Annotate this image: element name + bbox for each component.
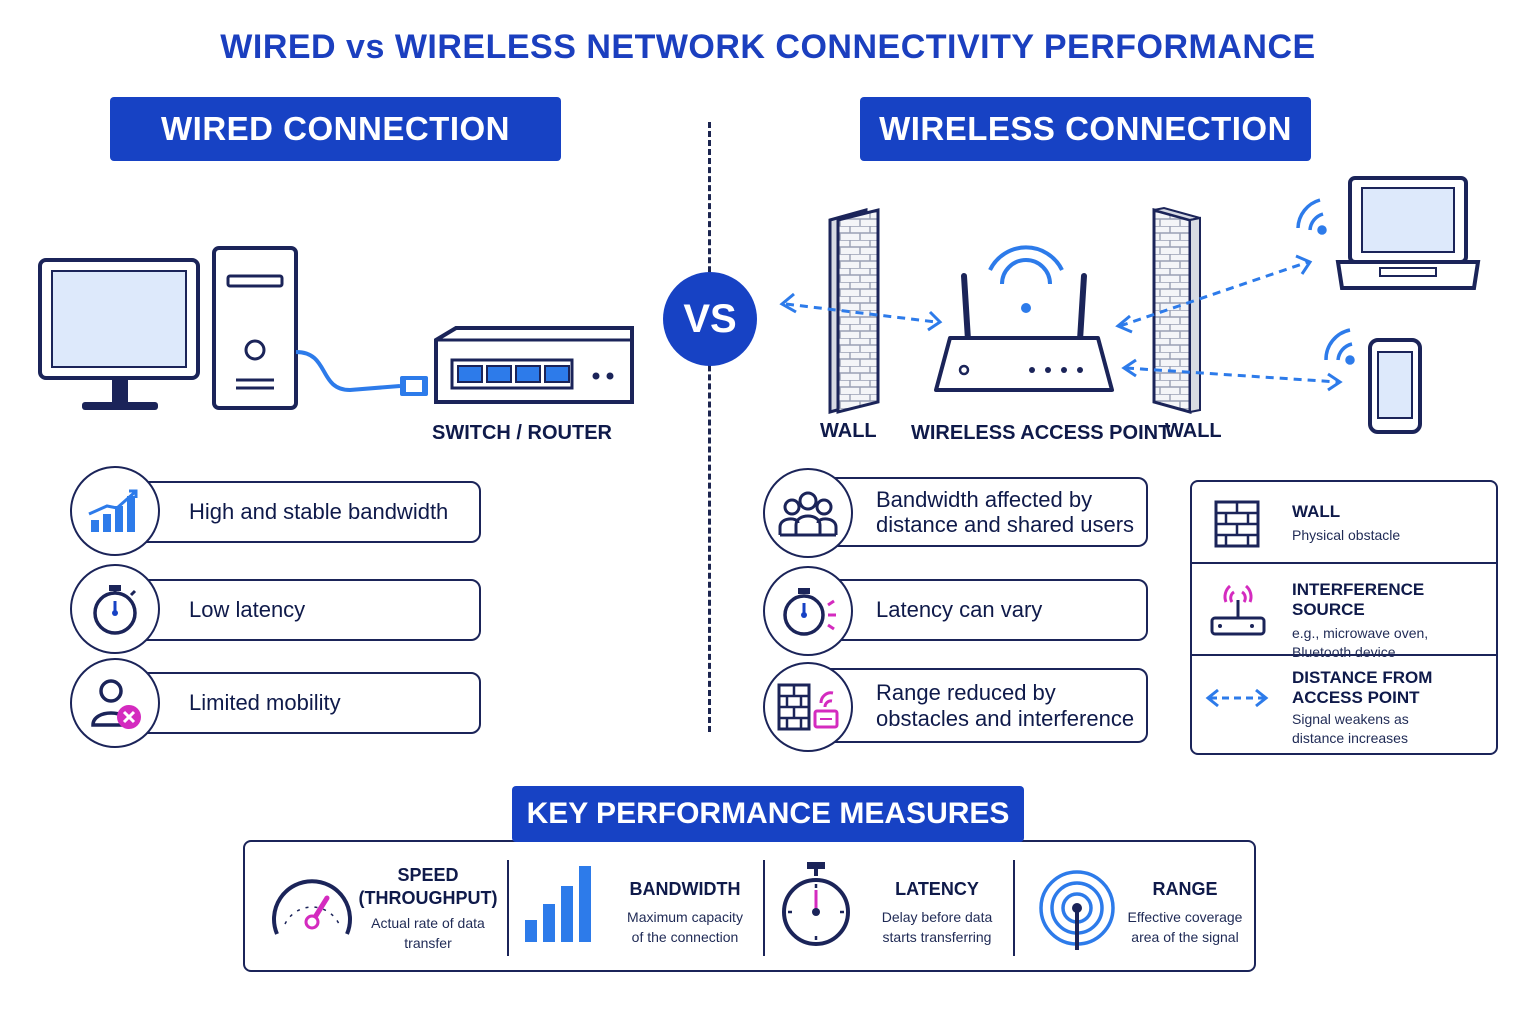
kpm-desc: Effective coverage area of the signal — [1115, 907, 1255, 948]
speedometer-icon — [272, 879, 352, 935]
ethernet-cable-icon — [295, 350, 428, 396]
legend-desc: Physical obstacle — [1292, 527, 1401, 543]
pc-tower-icon — [212, 246, 298, 410]
users-group-icon — [763, 468, 853, 558]
legend-desc-line2: distance increases — [1292, 729, 1408, 746]
feature-line2: obstacles and interference — [876, 705, 1135, 731]
feature-text: Limited mobility — [189, 690, 341, 716]
wap-label: WIRELESS ACCESS POINT — [911, 422, 1171, 444]
kpm-desc-line1: Delay before data — [881, 908, 993, 925]
wireless-banner: WIRELESS CONNECTION — [860, 97, 1311, 161]
double-arrow-icon — [1205, 688, 1269, 708]
brick-wall-icon — [1214, 500, 1260, 548]
legend-box: WALL Physical obstacle INTERFERENCE SOUR… — [1190, 480, 1498, 755]
wired-banner: WIRED CONNECTION — [110, 97, 561, 161]
kpm-desc: Maximum capacity of the connection — [615, 907, 755, 948]
stopwatch-signal-icon — [763, 566, 853, 656]
legend-desc-line1: e.g., microwave oven, — [1292, 625, 1429, 641]
wall-left-label: WALL — [820, 420, 877, 442]
feature-line1: Range reduced by — [876, 680, 1056, 706]
wired-feature-bandwidth: High and stable bandwidth — [125, 481, 481, 543]
laptop-icon — [1335, 176, 1481, 290]
stopwatch-icon — [70, 564, 160, 654]
legend-row-wall: WALL Physical obstacle — [1192, 482, 1496, 564]
wired-feature-latency: Low latency — [125, 579, 481, 641]
signal-arrows — [785, 260, 1339, 384]
laptop-wifi-icon — [1296, 198, 1327, 235]
feature-text: Low latency — [189, 597, 306, 623]
legend-desc: e.g., microwave oven, Bluetooth device — [1292, 624, 1496, 662]
bar-chart-trend-icon — [70, 466, 160, 556]
interference-router-icon — [1210, 584, 1266, 636]
legend-desc: Signal weakens as distance increases — [1292, 710, 1432, 748]
brick-interference-icon — [763, 662, 853, 752]
page-title: WIRED vs WIRELESS NETWORK CONNECTIVITY P… — [220, 28, 1316, 66]
kpm-desc: Actual rate of data transfer — [353, 913, 503, 954]
kpm-title: LATENCY — [895, 879, 979, 899]
vs-badge: VS — [663, 272, 757, 366]
wireless-feature-latency: Latency can vary — [818, 579, 1148, 641]
monitor-icon — [38, 258, 200, 410]
wireless-router-icon — [934, 273, 1114, 392]
kpm-desc-line2: transfer — [404, 935, 452, 952]
legend-title: WALL — [1292, 502, 1341, 521]
kpm-desc-line1: Effective coverage — [1127, 908, 1243, 925]
feature-line2: distance and shared users — [876, 512, 1135, 537]
kpm-title-line1: SPEED — [397, 865, 459, 885]
kpm-desc-line2: starts transferring — [882, 928, 992, 945]
kpm-separator — [1013, 860, 1015, 956]
kpm-item-speed: SPEED(THROUGHPUT) Actual rate of data tra… — [353, 864, 503, 954]
legend-title-line2: ACCESS POINT — [1292, 688, 1420, 707]
phone-wifi-icon — [1324, 328, 1355, 365]
kpm-title: RANGE — [1152, 879, 1218, 899]
signal-range-icon — [1039, 870, 1115, 950]
kpm-desc-line2: area of the signal — [1131, 928, 1239, 945]
legend-title: INTERFERENCE SOURCE — [1292, 580, 1425, 619]
wireless-illustration — [779, 176, 1481, 434]
bar-chart-icon — [525, 866, 591, 942]
kpm-title: SPEED(THROUGHPUT) — [353, 864, 503, 909]
wall-right-icon — [1152, 206, 1201, 414]
wall-left-icon — [828, 208, 880, 414]
kpm-item-latency: LATENCY Delay before data starts transfer… — [867, 878, 1007, 947]
feature-line1: Bandwidth affected by — [876, 486, 1093, 512]
center-divider — [708, 122, 711, 732]
kpm-title-line2: (THROUGHPUT) — [358, 887, 498, 908]
wifi-signal-icon — [988, 245, 1064, 313]
phone-icon — [1368, 338, 1422, 434]
legend-desc-line1: Signal weakens as — [1292, 711, 1409, 727]
legend-title-line1: DISTANCE FROM — [1292, 668, 1433, 687]
user-blocked-icon — [70, 658, 160, 748]
feature-text: High and stable bandwidth — [189, 499, 449, 525]
kpm-desc-line1: Actual rate of data — [371, 915, 485, 931]
kpm-title: BANDWIDTH — [629, 879, 741, 899]
legend-row-interference: INTERFERENCE SOURCE e.g., microwave oven… — [1192, 564, 1496, 660]
kpm-desc-line2: of the connection — [631, 928, 739, 945]
latency-stopwatch-icon — [782, 862, 850, 946]
kpm-banner: KEY PERFORMANCE MEASURES — [512, 786, 1024, 842]
kpm-item-range: RANGE Effective coverage area of the sign… — [1115, 878, 1255, 947]
wired-illustration — [38, 246, 634, 410]
legend-desc-line2: Bluetooth device — [1292, 643, 1396, 660]
kpm-item-bandwidth: BANDWIDTH Maximum capacity of the connect… — [615, 878, 755, 947]
switch-router-label: SWITCH / ROUTER — [432, 422, 612, 444]
kpm-separator — [507, 860, 509, 956]
kpm-separator — [763, 860, 765, 956]
kpm-desc-line1: Maximum capacity — [627, 908, 743, 925]
wired-feature-mobility: Limited mobility — [125, 672, 481, 734]
wall-right-label: WALL — [1165, 420, 1222, 442]
kpm-desc: Delay before data starts transferring — [867, 907, 1007, 948]
feature-line1: Latency can vary — [876, 597, 1043, 623]
kpm-box: SPEED(THROUGHPUT) Actual rate of data tra… — [243, 840, 1256, 972]
switch-router-icon — [434, 326, 634, 404]
